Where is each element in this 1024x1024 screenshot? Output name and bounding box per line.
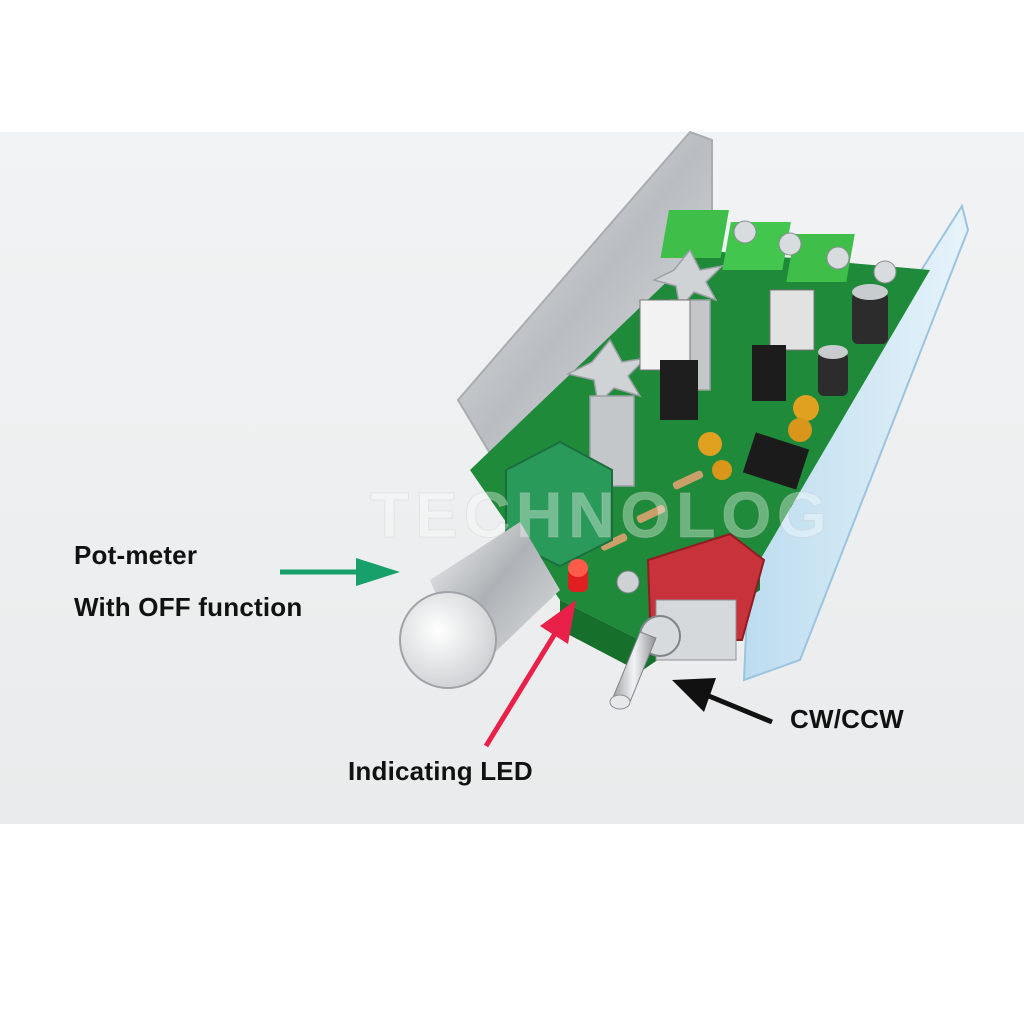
off-function-label: With OFF function xyxy=(74,592,303,622)
mosfet-2 xyxy=(660,360,698,420)
capacitor-2 xyxy=(818,352,848,396)
mosfet-1 xyxy=(639,299,691,371)
resistor-3 xyxy=(600,533,628,551)
mosfet-4 xyxy=(752,345,786,401)
ceramic-cap-2 xyxy=(788,418,812,442)
blue-side-panel xyxy=(742,203,970,682)
ic-chip xyxy=(742,432,810,490)
ceramic-cap-3 xyxy=(698,432,722,456)
direction-arrow xyxy=(672,678,773,725)
pcb-front-edge xyxy=(560,560,760,672)
cw-ccw-label: CW/CCW xyxy=(790,704,904,734)
pot-arrow xyxy=(280,558,400,586)
resistor-1 xyxy=(672,470,704,490)
ceramic-cap-4 xyxy=(712,460,732,480)
capacitor-1 xyxy=(852,292,888,344)
mosfet-3 xyxy=(769,289,815,351)
indicating-led-label: Indicating LED xyxy=(348,756,533,786)
pot-meter-label: Pot-meter xyxy=(74,540,198,570)
pot-knob xyxy=(399,522,560,689)
ceramic-cap-1 xyxy=(793,395,819,421)
watermark-text: TECHNOLOG xyxy=(370,479,833,552)
led-arrow xyxy=(483,600,576,748)
toggle-switch xyxy=(609,532,766,710)
resistor-2 xyxy=(636,505,666,523)
terminal-block xyxy=(660,210,897,284)
indicator-led xyxy=(568,559,588,592)
